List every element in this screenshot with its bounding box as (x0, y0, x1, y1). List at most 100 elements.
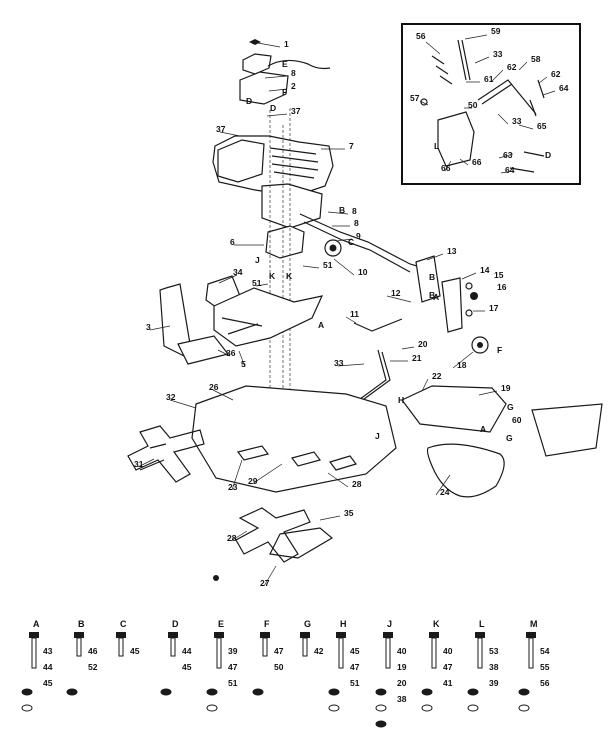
leader-lines (137, 42, 498, 587)
part-callout: 8 (291, 68, 296, 78)
inset-callout: 64 (505, 165, 515, 175)
part-callout: 20 (418, 339, 428, 349)
inset-frame (401, 23, 581, 185)
hardware-label: 20 (397, 678, 407, 688)
hardware-label: 56 (540, 678, 550, 688)
part-callout: 21 (412, 353, 422, 363)
drive-pulley-hub (329, 244, 337, 252)
nut-16 (470, 292, 478, 300)
washer-icon (328, 704, 340, 712)
inset-callout: 66 (472, 157, 482, 167)
handle-foot (177, 335, 230, 365)
inset-callout: 59 (491, 26, 501, 36)
bolt-shank (216, 637, 222, 669)
bolt-head (29, 632, 39, 638)
inset-callout: 33 (512, 116, 522, 126)
bolt-shank (31, 637, 37, 669)
part-letter: B (429, 290, 435, 300)
hardware-label: 51 (228, 678, 238, 688)
hardware-label: 52 (88, 662, 98, 672)
hardware-label: 43 (43, 646, 53, 656)
washer-icon (252, 688, 264, 696)
bolt-head (116, 632, 126, 638)
inset-callout: 65 (537, 121, 547, 131)
part-callout: 7 (349, 141, 354, 151)
tiller-drawing (127, 39, 603, 587)
hardware-legend: A434445B4652C45D4445E394751F4750G42H4547… (21, 619, 550, 728)
washer-icon (467, 688, 479, 696)
washer-icon (66, 688, 78, 696)
part-letter: G (507, 402, 514, 412)
part-letter: B (339, 205, 345, 215)
part-letter: A (433, 292, 439, 302)
part-callout: 16 (497, 282, 507, 292)
tine-shield (191, 385, 397, 493)
part-callout: 60 (512, 415, 522, 425)
hardware-label: 46 (88, 646, 98, 656)
washer-icon (21, 688, 33, 696)
part-letter: D (270, 103, 276, 113)
bolt-head (383, 632, 393, 638)
part-callout: 34 (233, 267, 243, 277)
wire-lead (267, 59, 331, 70)
hardware-label: 47 (350, 662, 360, 672)
part-callout: 10 (358, 267, 368, 277)
bolt-shank (118, 637, 124, 657)
hardware-letter: F (264, 619, 270, 629)
part-callout: 28 (227, 533, 237, 543)
washer-icon (206, 704, 218, 712)
linkage-rod-2 (303, 221, 411, 273)
part-letter: F (497, 345, 502, 355)
hardware-label: 50 (274, 662, 284, 672)
hardware-label: 39 (228, 646, 238, 656)
gear-housing-detail (221, 317, 263, 335)
part-letter: B (429, 272, 435, 282)
hardware-label: 47 (228, 662, 238, 672)
tines-left (127, 425, 205, 483)
idler-pulley-hub (477, 342, 483, 348)
hardware-group: G42 (300, 619, 324, 657)
hardware-group: C45 (116, 619, 140, 657)
inset-callout: 63 (503, 150, 513, 160)
part-callout: 3 (146, 322, 151, 332)
washer-icon (375, 720, 387, 728)
part-callout: 19 (501, 383, 511, 393)
hardware-label: 19 (397, 662, 407, 672)
bolt-shank (262, 637, 268, 657)
shaft-dash (269, 108, 291, 440)
part-callout: 2 (291, 81, 296, 91)
hardware-label: 45 (130, 646, 140, 656)
hardware-label: 40 (397, 646, 407, 656)
part-callout: 17 (489, 303, 499, 313)
washer-icon (518, 688, 530, 696)
washer-icon (21, 704, 33, 712)
part-callout: 27 (260, 578, 270, 588)
part-letter: A (318, 320, 324, 330)
hardware-label: 55 (540, 662, 550, 672)
tine-shield-slot-2 (290, 451, 322, 467)
part-callout: 29 (248, 476, 258, 486)
inset-bracket (437, 111, 475, 167)
part-callout: 5 (241, 359, 246, 369)
part-callout: 23 (228, 482, 238, 492)
inset-callout: 62 (507, 62, 517, 72)
bolt-shank (76, 637, 82, 657)
drive-belt (426, 443, 505, 498)
gas-tank-cover (239, 71, 289, 105)
inset-leaders (419, 34, 556, 174)
bolt-head (429, 632, 439, 638)
belt-guard (401, 385, 507, 433)
part-letter: C (348, 237, 354, 247)
washer-icon (206, 688, 218, 696)
hardware-label: 51 (350, 678, 360, 688)
bolt-shank (431, 637, 437, 669)
inset-callout: 66 (441, 163, 451, 173)
inset-callout: 57 (410, 93, 420, 103)
hardware-label: 53 (489, 646, 499, 656)
part-letter: K (286, 271, 293, 281)
tank-cap (242, 53, 272, 75)
